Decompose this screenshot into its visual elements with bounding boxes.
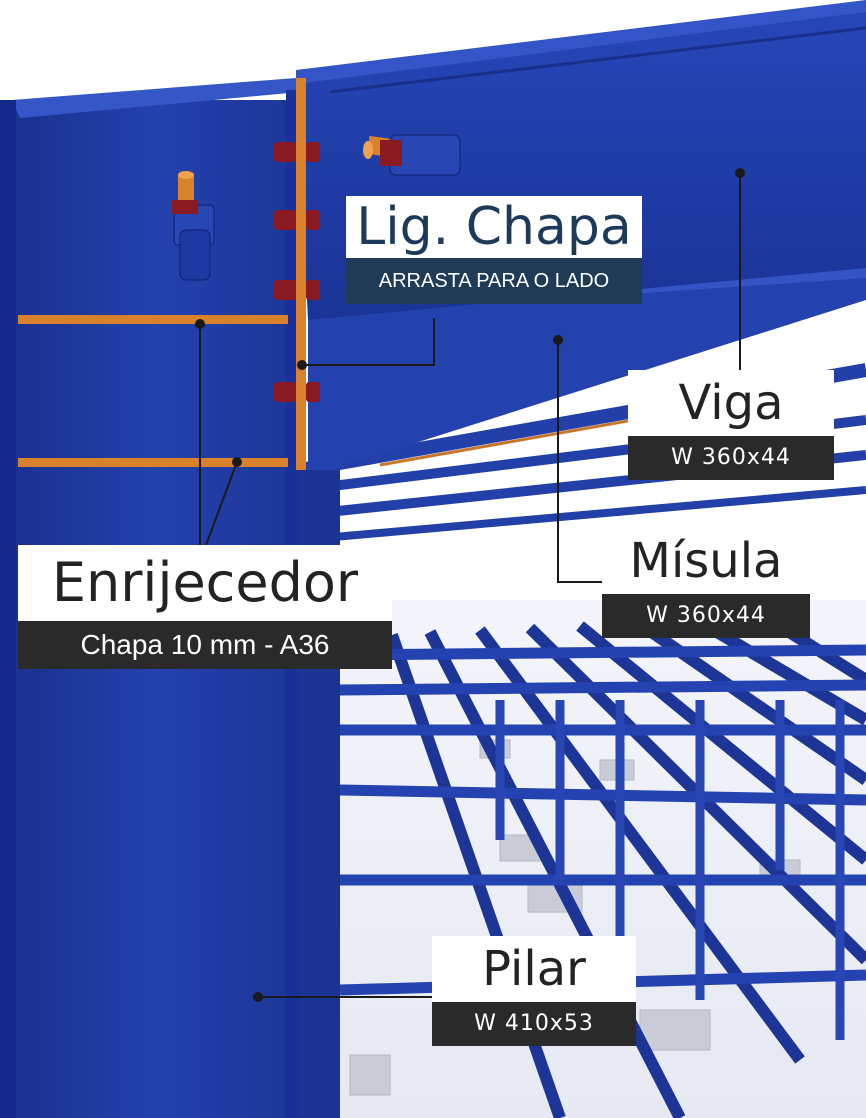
stiffener-plates (18, 315, 288, 467)
callout-pilar-subtitle: W 410x53 (432, 1002, 636, 1046)
leader-dots (195, 168, 745, 1002)
leader-lines (199, 173, 741, 998)
callout-ligacao-title: Lig. Chapa (346, 196, 642, 258)
callout-viga: Viga W 360x44 (628, 370, 834, 480)
callout-misula-title: Mísula (602, 528, 810, 594)
lifting-lug-right (363, 134, 461, 176)
callout-enrijecedor-title: Enrijecedor (18, 545, 392, 621)
callout-ligacao-subtitle: ARRASTA PARA O LADO (346, 258, 642, 304)
callout-viga-subtitle: W 360x44 (628, 436, 834, 480)
callout-enrijecedor-subtitle: Chapa 10 mm - A36 (18, 621, 392, 669)
haunch-beam (308, 258, 866, 470)
callout-viga-title: Viga (628, 370, 834, 436)
callout-misula-subtitle: W 360x44 (602, 594, 810, 638)
lifting-lug-left (172, 171, 215, 281)
callout-pilar-title: Pilar (432, 936, 636, 1002)
callout-enrijecedor: Enrijecedor Chapa 10 mm - A36 (18, 545, 392, 669)
callout-pilar: Pilar W 410x53 (432, 936, 636, 1046)
callout-misula: Mísula W 360x44 (602, 528, 810, 638)
callout-ligacao: Lig. Chapa ARRASTA PARA O LADO (346, 196, 642, 304)
bolt-group (274, 142, 320, 402)
end-plate (296, 78, 306, 470)
